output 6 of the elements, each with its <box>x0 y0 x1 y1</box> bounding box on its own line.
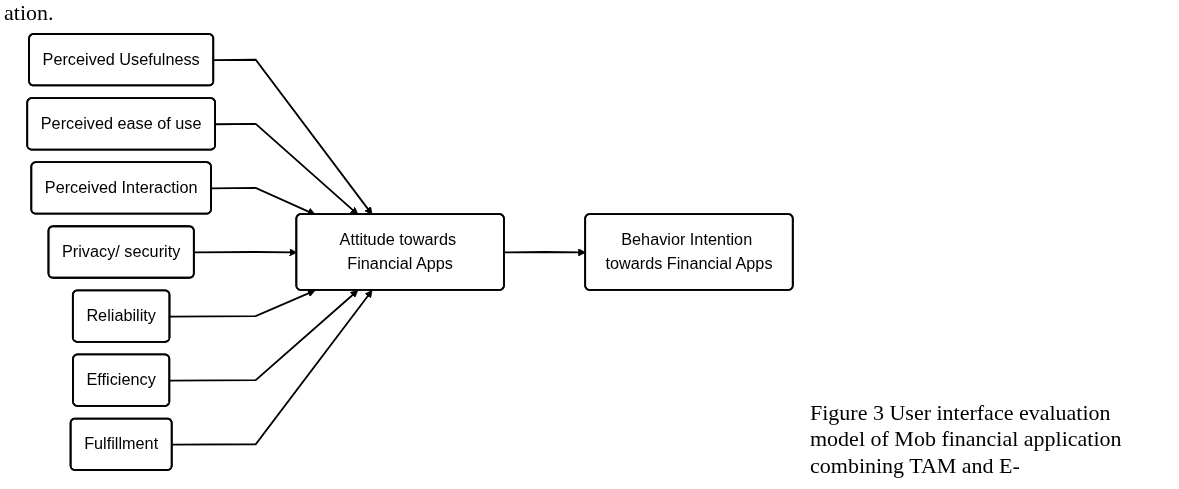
arrow <box>171 290 373 446</box>
arrow <box>212 58 373 215</box>
figure-caption: Figure 3 User interface evaluation model of Mob financial application combining TAM and E- <box>810 400 1123 480</box>
text-fragment: ation. <box>4 0 54 26</box>
arrow <box>169 289 316 318</box>
arrow <box>503 248 586 257</box>
